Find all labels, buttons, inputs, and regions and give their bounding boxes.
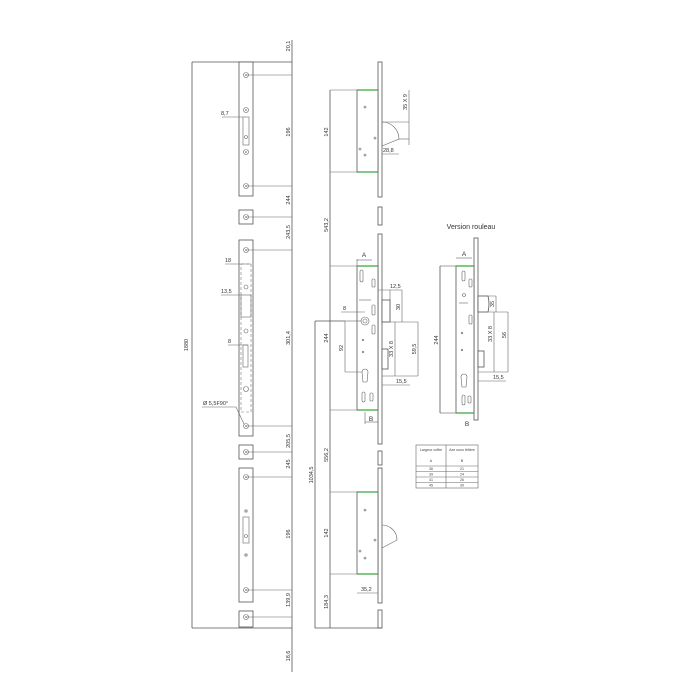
dim-bolt-59-5: 59,5 [412,344,418,355]
dim-bottom-offset: 184,3 [324,595,330,609]
dim-mid-span: 556,2 [324,448,330,462]
faceplate-gap-1 [377,206,383,226]
dim-latch-30: 30 [396,304,402,310]
dim-width-18: 18 [225,258,231,264]
latch [381,299,391,323]
table-cell: 30 [460,484,464,488]
dimension-table: Largeur coffre Axe sous têtière A B 36 2… [415,444,479,489]
dim-width-8: 8 [228,339,231,345]
dim-bottom-offset: 18,6 [286,651,292,662]
left-view-strikes: 1880 8,7 20,1 196 244 243,5 [184,40,293,672]
dim-overall-length: 1880 [184,339,190,351]
version-title: Version rouleau [447,224,496,231]
latch-opening [240,294,252,318]
label-b: B [369,416,373,423]
slot-pin [244,135,248,139]
dim-roller-35: 35 [490,301,496,307]
dim-top-offset: 20,1 [286,41,292,52]
bottom-strike-plate [238,467,254,603]
table-header-a: Largeur coffre [420,448,442,452]
dim-overall-1034-5: 1034,5 [309,467,315,484]
small-strike-3 [238,610,254,628]
dim-roller-56: 56 [502,332,508,338]
table-cell: 21 [460,467,464,471]
roller-faceplate [473,237,479,421]
faceplate-end [377,609,383,629]
dim-bolt-15-5: 15,5 [396,379,407,385]
dim-handle-8: 8 [343,306,346,312]
roller-label-a: A [462,251,467,258]
table-cell: 26 [460,478,464,482]
dim-bottom-strike: 196 [286,529,292,538]
label-a: A [362,252,367,259]
dim-case-92: 92 [339,345,345,351]
roller-deadbolt [477,350,485,368]
bottom-strike-slot [242,516,250,544]
hole-leader [202,406,245,425]
dim-top-strike: 196 [286,127,292,136]
dim-hole: Ø 5,5F90° [203,401,228,407]
dim-gap5: 139,9 [286,593,292,607]
faceplate-bottom [377,467,383,604]
right-view-roller: Version rouleau A B 35 33 X 8 56 15,5 [434,224,509,428]
dim-hook-35x9: 35 X 9 [403,94,409,110]
dim-center-strike: 301,4 [286,331,292,345]
faceplate-top [377,61,383,198]
table-subheader-a: A [430,459,433,463]
dim-bottom-hook: 142 [324,528,330,537]
dim-roller-15-5: 15,5 [493,375,504,381]
table-cell: 45 [429,484,433,488]
top-strike-slot [242,116,250,146]
roller-label-b: B [465,421,469,428]
dim-gap1: 244 [286,195,292,204]
dim-roller-case-244: 244 [434,335,440,344]
roller-latch [477,295,490,313]
dim-latch-12-5: 12,5 [390,284,401,290]
dim-top-hook: 142 [324,127,330,136]
deadbolt [381,348,389,370]
top-hook-bolt [381,121,400,147]
lock-case [356,265,379,411]
table-cell: 39 [429,473,433,477]
table-subheader-b: B [461,459,464,463]
screw-icon [243,72,249,189]
middle-view-lock: 35 X 9 28,8 142 543,2 A B 12,5 [309,61,419,629]
table-cell: 24 [460,473,464,477]
bottom-hook-box [356,491,379,575]
cylinder-hole-icon [361,368,369,383]
table-cell: 36 [429,467,433,471]
dim-slot-width: 8,7 [221,111,229,117]
dim-gap4: 245 [286,459,292,468]
faceplate-center [377,233,383,445]
table-header-b: Axe sous têtière [449,448,475,452]
roller-case [455,265,475,414]
dim-case-244: 244 [324,333,330,342]
faceplate-gap-2 [377,450,383,466]
dim-gap2: 243,5 [286,225,292,239]
dim-bolt-33x8: 33 X 8 [389,341,395,357]
dim-hook-35-2: 35,2 [361,587,372,593]
top-strike-plate [238,61,254,197]
table-cell: 41 [429,478,433,482]
dim-width-13-5: 13,5 [221,289,232,295]
dim-gap3: 205,5 [286,434,292,448]
center-strike-plate [238,239,254,437]
bottom-hook-bolt [381,524,398,549]
top-hook-box [356,89,379,173]
dim-top-span: 543,2 [324,218,330,232]
dim-hook-28-8: 28,8 [383,148,394,154]
dim-roller-bolt-33x8: 33 X 8 [488,326,494,342]
